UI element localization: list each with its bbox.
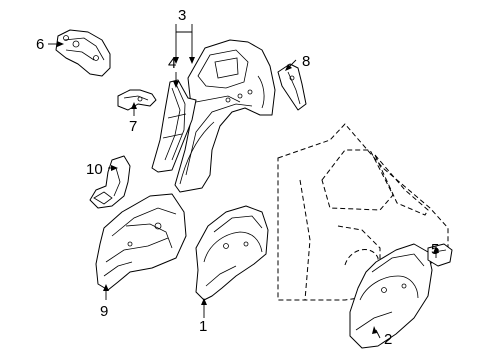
callout-6: 6 bbox=[36, 36, 44, 53]
callout-9: 9 bbox=[100, 303, 108, 320]
callout-10: 10 bbox=[86, 161, 103, 178]
callout-8: 8 bbox=[302, 53, 310, 70]
leader-lines bbox=[48, 24, 439, 339]
rear-bracket-part bbox=[89, 155, 131, 209]
right-bracket-part bbox=[277, 63, 307, 111]
callout-4: 4 bbox=[168, 55, 176, 72]
inner-pillar-part bbox=[151, 79, 197, 173]
wheelhouse-liner-part bbox=[195, 205, 269, 301]
quarter-panel-part bbox=[174, 39, 276, 193]
inner-wheelhouse-part bbox=[95, 193, 187, 291]
callout-1: 1 bbox=[199, 318, 207, 335]
upper-bracket-part bbox=[55, 29, 111, 77]
callout-labels: 1 2 3 4 5 6 7 8 9 10 bbox=[36, 7, 439, 348]
rear-wheelhouse-part bbox=[349, 243, 433, 349]
callout-3: 3 bbox=[178, 7, 186, 24]
callout-7: 7 bbox=[129, 118, 137, 135]
callout-5: 5 bbox=[431, 241, 439, 258]
small-bracket-part bbox=[117, 89, 157, 111]
callout-2: 2 bbox=[384, 331, 392, 348]
